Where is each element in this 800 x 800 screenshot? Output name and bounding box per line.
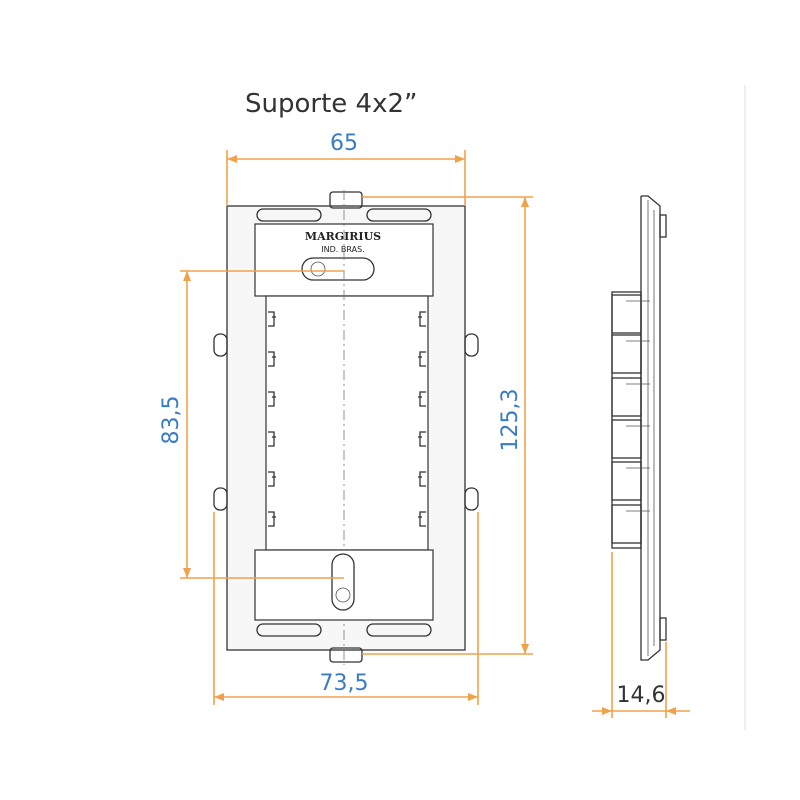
side-clip: [611, 504, 642, 544]
top-keyhole-slot: [301, 257, 375, 281]
front-view: MARGIRIUS IND. BRAS.: [213, 190, 479, 665]
module-clip: [418, 391, 426, 407]
dimension-bottom-width: 73,5: [213, 512, 479, 705]
dimension-right-height: 125,3: [362, 196, 533, 655]
side-plate: [640, 195, 661, 661]
dimension-top-width: 65: [226, 131, 466, 206]
module-clip: [418, 431, 426, 447]
module-clip: [418, 511, 426, 527]
bottom-keyhole-hole: [335, 587, 351, 603]
side-clip: [611, 334, 642, 374]
side-clip: [611, 377, 642, 417]
side-clips: [611, 294, 650, 544]
module-clip: [268, 471, 276, 487]
module-clip: [418, 471, 426, 487]
side-view: [611, 195, 667, 661]
top-tab: [329, 191, 363, 209]
side-rear-tab-bottom: [659, 617, 667, 641]
bottom-tab: [329, 647, 363, 663]
dimension-left-height: 83,5: [159, 270, 344, 579]
module-clip: [418, 351, 426, 367]
module-clip: [268, 311, 276, 327]
module-opening: [265, 295, 429, 551]
module-clip: [268, 391, 276, 407]
dimension-depth: 14,6: [592, 552, 690, 718]
side-clip: [611, 294, 642, 334]
side-tab-right-bottom: [464, 487, 479, 511]
brand-subtitle: IND. BRAS.: [321, 245, 364, 254]
dim-right-height-label: 125,3: [498, 389, 523, 452]
bottom-keyhole-slot: [331, 553, 355, 611]
top-slot-left: [256, 208, 322, 222]
dim-left-height-label: 83,5: [159, 396, 184, 445]
bottom-mount-panel: [254, 549, 434, 621]
side-tab-left-top: [213, 333, 228, 357]
top-slot-right: [366, 208, 432, 222]
module-clip: [418, 311, 426, 327]
dim-depth-label: 14,6: [617, 683, 666, 708]
side-tab-left-bottom: [213, 487, 228, 511]
drawing-title: Suporte 4x2”: [245, 89, 417, 119]
side-rear-tab-top: [659, 214, 667, 238]
dim-bottom-width-label: 73,5: [320, 671, 369, 696]
bottom-slot-right: [366, 623, 432, 637]
module-clip: [268, 431, 276, 447]
bottom-slot-left: [256, 623, 322, 637]
dim-top-width-label: 65: [330, 131, 358, 156]
module-clip: [268, 351, 276, 367]
side-clip: [611, 419, 642, 459]
side-clip: [611, 461, 642, 501]
module-clip: [268, 511, 276, 527]
module-clips: [268, 311, 426, 527]
brand-logo: MARGIRIUS: [305, 230, 381, 243]
side-tab-right-top: [464, 333, 479, 357]
top-keyhole-hole: [310, 261, 326, 277]
